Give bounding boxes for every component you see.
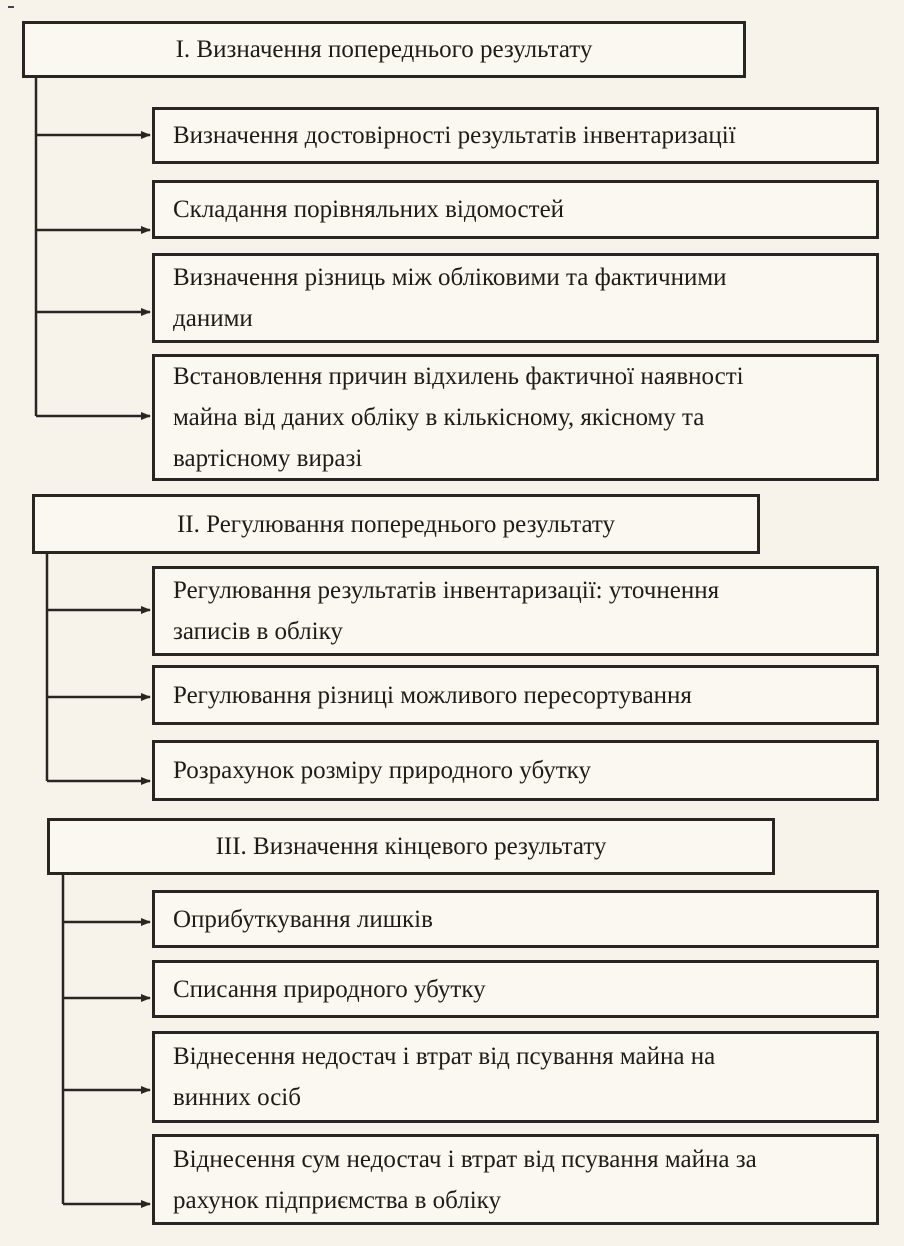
section-3-title: III. Визначення кінцевого результату <box>215 833 607 860</box>
section-3-item-2-text: Списання природного убутку <box>173 975 486 1003</box>
section-1-item-2: Складання порівняльних відомостей <box>152 180 879 239</box>
section-1-item-4-text: Встановлення причин відхилень фактичної … <box>173 363 744 472</box>
section-3-item-4: Віднесення сум недостач і втрат від псув… <box>152 1134 879 1225</box>
section-1-item-4: Встановлення причин відхилень фактичної … <box>152 354 879 481</box>
section-1-title: I. Визначення попереднього результату <box>175 36 593 63</box>
section-3-item-4-text: Віднесення сум недостач і втрат від псув… <box>173 1145 757 1214</box>
scan-speck <box>8 6 14 8</box>
section-2-item-2-text: Регулювання різниці можливого пересортув… <box>173 681 692 709</box>
section-3-item-2: Списання природного убутку <box>152 960 879 1018</box>
section-2-item-3: Розрахунок розміру природного убутку <box>152 740 879 801</box>
section-3-item-3-text: Віднесення недостач і втрат від псування… <box>173 1043 716 1111</box>
section-2-header: II. Регулювання попереднього результату <box>32 494 760 554</box>
section-1-item-1-text: Визначення достовірності результатів інв… <box>173 122 736 149</box>
section-1-item-1: Визначення достовірності результатів інв… <box>152 107 879 164</box>
section-1-item-3: Визначення різниць між обліковими та фак… <box>152 253 879 343</box>
section-1-header: I. Визначення попереднього результату <box>22 21 746 78</box>
section-2-item-1-text: Регулювання результатів інвентаризації: … <box>173 577 720 645</box>
section-3-item-1: Оприбуткування лишків <box>152 890 879 948</box>
section-2-item-3-text: Розрахунок розміру природного убутку <box>173 757 591 784</box>
section-1-item-3-text: Визначення різниць між обліковими та фак… <box>173 264 727 332</box>
section-3-item-3: Віднесення недостач і втрат від псування… <box>152 1031 879 1123</box>
section-3-item-1-text: Оприбуткування лишків <box>173 905 433 933</box>
section-1-item-2-text: Складання порівняльних відомостей <box>173 196 565 223</box>
section-2-item-1: Регулювання результатів інвентаризації: … <box>152 566 879 656</box>
section-3-header: III. Визначення кінцевого результату <box>47 818 775 875</box>
section-2-item-2: Регулювання різниці можливого пересортув… <box>152 665 879 725</box>
section-2-title: II. Регулювання попереднього результату <box>176 510 616 538</box>
